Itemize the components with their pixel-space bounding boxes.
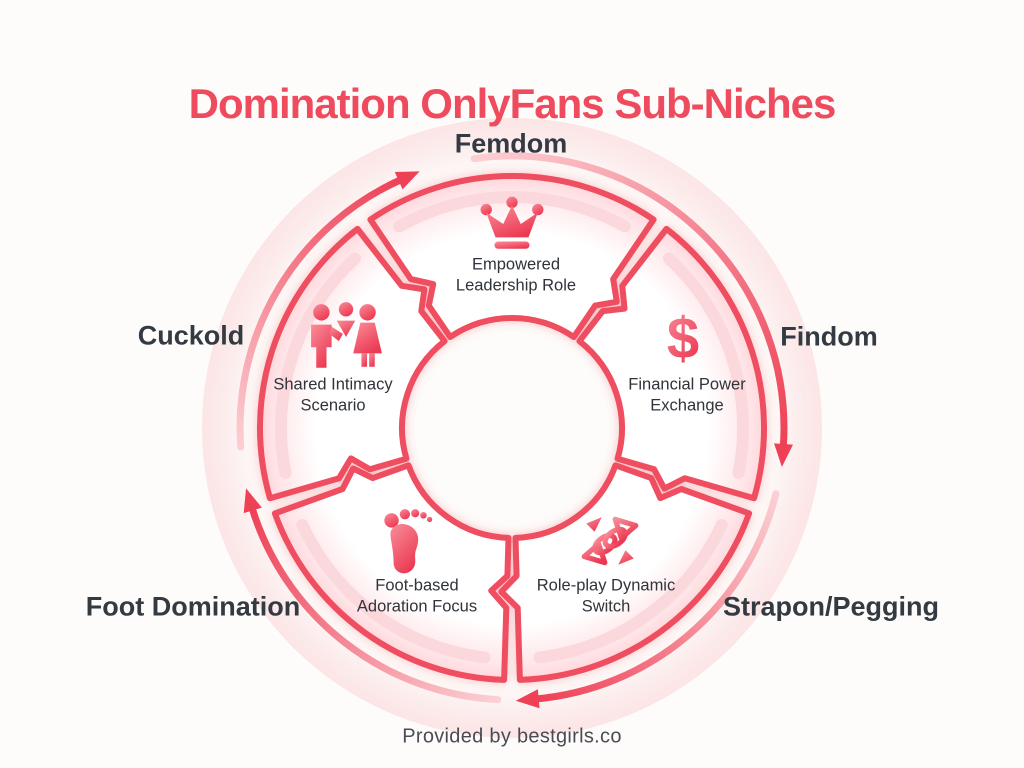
attribution-text: Provided by bestgirls.co: [402, 725, 622, 748]
segment-highlight-band: [533, 518, 728, 664]
segment-highlight-band: [275, 252, 361, 479]
flow-arrowhead-icon: [243, 488, 262, 514]
svg-text:$: $: [667, 306, 699, 370]
wheel-segment-strapon-pegging: [498, 462, 753, 683]
segment-highlight-band: [296, 518, 491, 664]
flow-arrow-arc: [532, 490, 780, 703]
segment-desc-cuckold: Shared Intimacy Scenario: [273, 375, 393, 415]
segment-label-cuckold: Cuckold: [137, 320, 245, 351]
footprint-icon: [384, 509, 433, 574]
segment-desc-foot-domination: Foot-based Adoration Focus: [356, 576, 478, 616]
wheel-segment-femdom: [367, 173, 657, 340]
crown-icon: [480, 196, 544, 249]
flow-arrowhead-icon: [774, 443, 793, 467]
flow-arrow-arc: [470, 152, 788, 451]
segment-label-strapon-pegging: Strapon/Pegging: [723, 591, 939, 622]
dollar-sign-icon: $: [667, 306, 699, 370]
flow-arrowhead-icon: [394, 171, 420, 190]
segment-label-findom: Findom: [780, 321, 878, 352]
wheel-segment-cuckold: [257, 225, 448, 502]
swap-arrows-icon: [581, 516, 639, 566]
wheel-segment-foot-domination: [271, 462, 512, 683]
flow-arrow-arc: [236, 176, 405, 451]
segment-desc-strapon-pegging: Role-play Dynamic Switch: [536, 576, 676, 616]
people-trio-icon: [311, 302, 382, 368]
page-title: Domination OnlyFans Sub-Niches: [188, 80, 837, 128]
segment-label-femdom: Femdom: [454, 128, 568, 159]
segment-label-foot-domination: Foot Domination: [85, 591, 301, 622]
segment-highlight-band: [663, 252, 749, 479]
segment-desc-femdom: Empowered Leadership Role: [455, 255, 577, 295]
flow-arrowhead-icon: [515, 689, 540, 709]
wheel-segment-findom: [576, 225, 767, 502]
segment-desc-findom: Financial Power Exchange: [628, 375, 746, 415]
flow-arrow-arc: [248, 504, 502, 704]
